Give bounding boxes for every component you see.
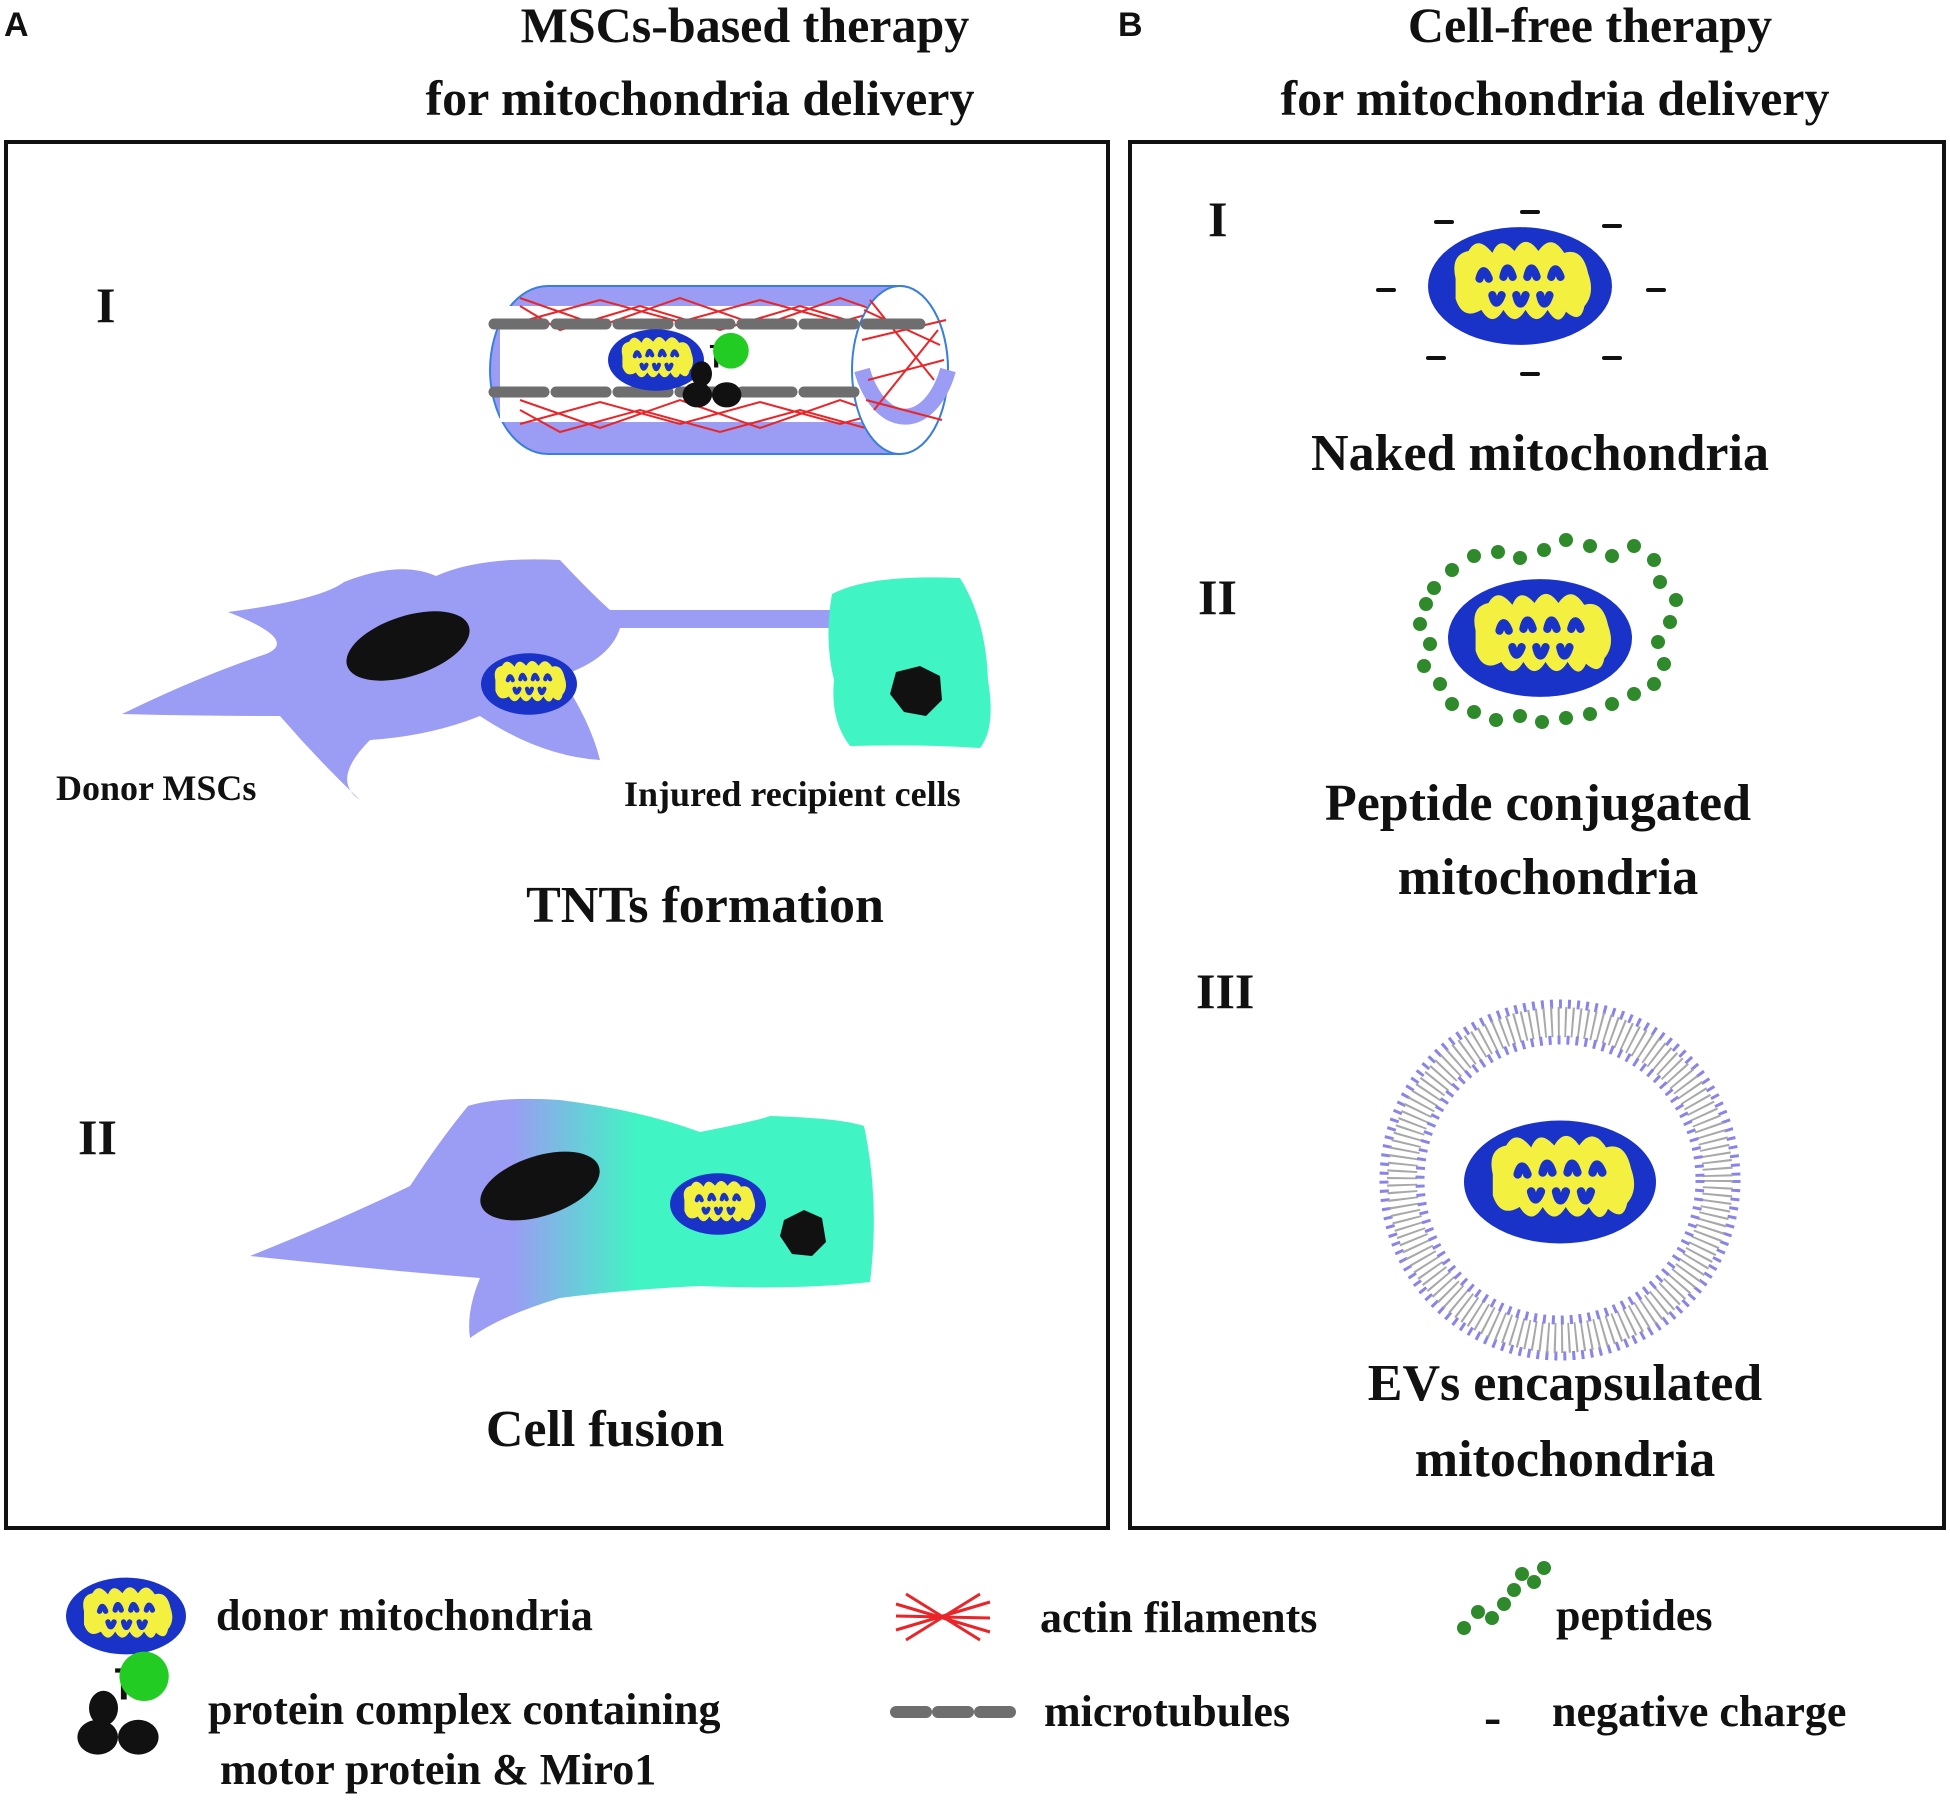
donor-msc-cell — [122, 559, 838, 800]
naked-mitochondria-caption: Naked mitochondria — [1311, 425, 1769, 482]
panel-a-section1-numeral: I — [96, 277, 115, 333]
ev-lipid-tails — [1387, 1007, 1733, 1353]
legend-protein-complex-line2: motor protein & Miro1 — [220, 1745, 656, 1794]
panel-b: B Cell-free therapy for mitochondria del… — [1118, 0, 1946, 1530]
legend-actin-icon — [895, 1592, 991, 1642]
donor-mitochondria-in-cell — [481, 653, 577, 714]
naked-mitochondria — [1428, 227, 1612, 345]
legend-protein-complex-icon — [77, 1652, 168, 1755]
panel-a-letter: A — [4, 6, 29, 44]
peptide-conjugated-caption-line2: mitochondria — [1398, 849, 1698, 906]
legend-protein-complex-line1: protein complex containing — [208, 1685, 721, 1734]
peptide-conjugated-caption-line1: Peptide conjugated — [1325, 775, 1751, 832]
panel-b-section1-numeral: I — [1208, 191, 1227, 247]
donor-mscs-label: Donor MSCs — [56, 768, 256, 808]
naked-mitochondria-illustration — [1376, 210, 1666, 376]
legend-peptides-label: peptides — [1556, 1591, 1712, 1640]
peptide-conjugated-mitochondria — [1448, 579, 1632, 697]
fused-cell-recipient-nucleus — [780, 1210, 826, 1256]
panel-b-section2-numeral: II — [1198, 569, 1237, 625]
legend-microtubules-label: microtubules — [1044, 1687, 1290, 1736]
panel-b-title-line2: for mitochondria delivery — [1281, 70, 1830, 126]
panel-a-section2-numeral: II — [78, 1109, 117, 1165]
panel-b-section3-numeral: III — [1196, 963, 1254, 1019]
peptide-conjugated-illustration — [1413, 533, 1683, 729]
tnt-tube-illustration — [488, 285, 956, 455]
legend-actin-filaments-label: actin filaments — [1040, 1593, 1317, 1642]
legend-negative-charge-symbol: - — [1484, 1689, 1501, 1746]
ev-encapsulated-illustration — [1379, 999, 1741, 1361]
fused-cell — [250, 1098, 874, 1338]
donor-nucleus — [346, 611, 470, 681]
ev-inner-membrane — [1415, 1035, 1705, 1325]
legend-donor-mitochondria-label: donor mitochondria — [216, 1591, 593, 1640]
fused-cell-donor-nucleus — [480, 1151, 600, 1221]
injured-recipient-cells-label: Injured recipient cells — [624, 774, 961, 814]
panel-a: A MSCs-based therapy for mitochondria de… — [4, 0, 1110, 1530]
ev-encapsulated-caption-line2: mitochondria — [1415, 1431, 1715, 1488]
ev-encapsulated-caption-line1: EVs encapsulated — [1368, 1355, 1762, 1412]
recipient-nucleus — [890, 666, 942, 716]
legend-negative-charge-label: negative charge — [1552, 1687, 1846, 1736]
panel-b-frame — [1128, 140, 1946, 1530]
panel-b-title-line1: Cell-free therapy — [1408, 0, 1772, 53]
peptide-chain — [1413, 533, 1683, 729]
legend-mitochondria-icon — [66, 1578, 186, 1655]
legend-peptides-icon — [1457, 1561, 1551, 1635]
donor-mitochondria-in-fused-cell — [670, 1173, 766, 1234]
legend: donor mitochondria protein complex conta… — [66, 1561, 1846, 1794]
negative-charges — [1376, 210, 1666, 376]
panel-a-title-line1: MSCs-based therapy — [521, 0, 970, 53]
cell-fusion-caption: Cell fusion — [486, 1401, 724, 1458]
panel-a-title-line2: for mitochondria delivery — [426, 70, 975, 126]
donor-mitochondria-in-tube — [608, 329, 704, 390]
tnts-formation-caption: TNTs formation — [526, 877, 884, 934]
injured-recipient-cell — [828, 577, 991, 748]
panel-a-frame — [4, 140, 1110, 1530]
panel-b-letter: B — [1118, 6, 1143, 44]
ev-encapsulated-mitochondria — [1464, 1121, 1656, 1244]
ev-outer-membrane — [1379, 999, 1741, 1361]
